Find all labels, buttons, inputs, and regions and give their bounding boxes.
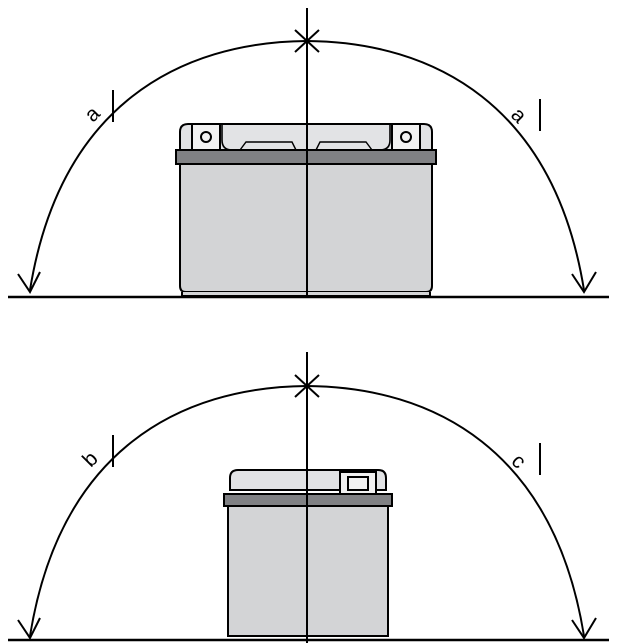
angle-label-c: c xyxy=(507,450,531,474)
arrow-head-right xyxy=(571,271,597,294)
angle-label-a-left: a xyxy=(80,102,105,127)
bottom-diagram: b c xyxy=(8,352,609,643)
angle-label-a-right: a xyxy=(506,103,531,128)
tilt-arc-right xyxy=(306,40,585,291)
tilt-arc-right-bottom xyxy=(306,385,585,637)
arrow-head-left xyxy=(17,271,41,294)
arrow-head-left-bottom xyxy=(17,617,41,640)
tilt-arc-left xyxy=(29,40,308,291)
arrow-head-right-bottom xyxy=(571,617,597,640)
indicator-window xyxy=(339,471,377,495)
angle-label-b: b xyxy=(78,447,103,472)
tilt-arc-left-bottom xyxy=(29,385,308,637)
lid-step xyxy=(239,141,373,151)
terminal-left xyxy=(191,123,221,151)
terminal-right xyxy=(391,123,421,151)
top-diagram: a a xyxy=(8,8,609,299)
